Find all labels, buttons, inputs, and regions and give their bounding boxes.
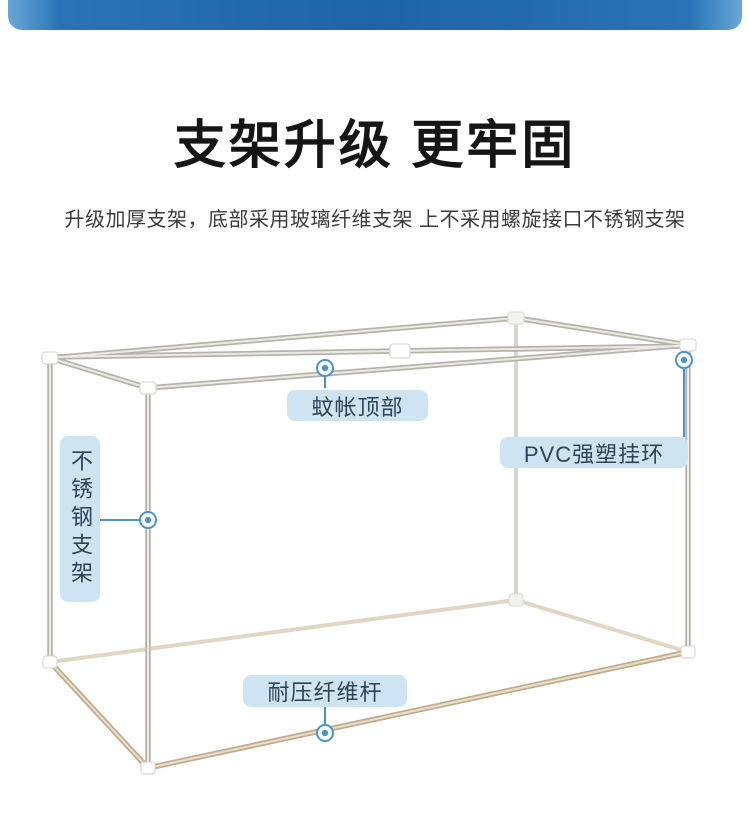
frame-steel-tubes <box>47 315 691 771</box>
callout-dot-pvc-ring <box>680 356 688 364</box>
callout-label-steel-bracket: 不锈钢支架 <box>60 436 100 602</box>
foot-back-right <box>508 593 524 607</box>
corner-connector-top-right <box>679 338 697 352</box>
corner-connector-top-front-left <box>139 381 157 395</box>
section-divider-bar <box>8 0 742 30</box>
section-subtitle: 升级加厚支架，底部采用玻璃纤维支架 上不采用螺旋接口不锈钢支架 <box>64 209 686 231</box>
callout-graphics <box>100 351 693 742</box>
corner-connector-top-left <box>41 351 59 365</box>
foot-front-right <box>680 645 696 659</box>
callout-dot-fiber-rod <box>321 729 329 737</box>
callout-label-pvc-ring: PVC强塑挂环 <box>500 437 688 468</box>
crossbar-clip <box>389 343 411 359</box>
callout-dot-steel-bracket <box>144 516 152 524</box>
frame-corner-connectors <box>41 311 697 775</box>
callout-label-fiber-rod: 耐压纤维杆 <box>243 675 407 707</box>
callout-dot-net-top <box>321 364 329 372</box>
section-title: 支架升级 更牢固 <box>173 117 577 175</box>
callout-label-net-top: 蚊帐顶部 <box>287 390 428 421</box>
corner-connector-top-back <box>507 311 525 325</box>
frame-fiber-rods <box>47 649 691 771</box>
foot-back-left <box>42 655 58 669</box>
foot-front-left <box>140 761 156 775</box>
